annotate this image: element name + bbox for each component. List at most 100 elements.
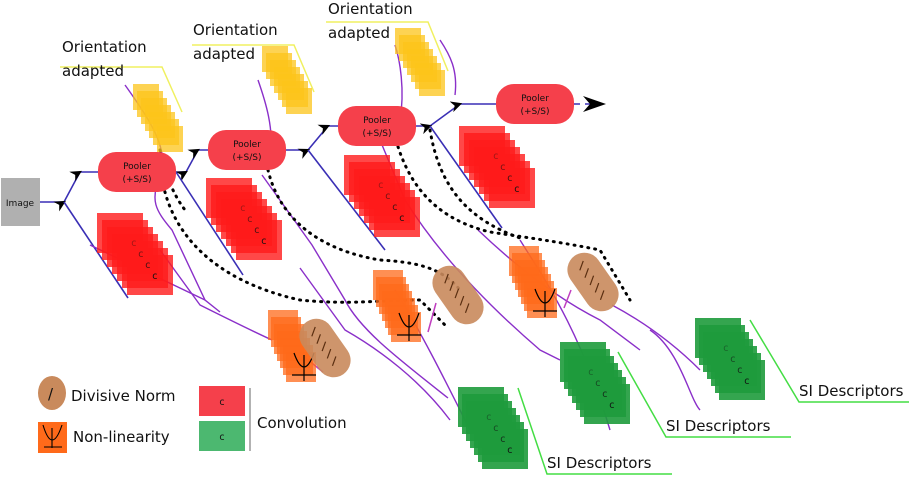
conv-glyph: c xyxy=(493,423,498,434)
conv-glyph: c xyxy=(609,400,614,411)
image-input-label: Image xyxy=(6,199,35,209)
divisive-norm-shape xyxy=(299,318,351,378)
orientation-stack-layer xyxy=(419,70,445,96)
parabola-icon xyxy=(533,288,557,317)
conv-glyph: c xyxy=(507,173,512,184)
orientation-stack-layer xyxy=(157,126,183,152)
flow-line xyxy=(416,101,496,135)
conv-stack-red-layer xyxy=(127,255,173,295)
conv-glyph: c xyxy=(500,162,505,173)
conv-glyph: c xyxy=(152,271,157,282)
flow-line xyxy=(286,124,338,159)
conv-glyph: c xyxy=(247,214,252,225)
divisive-norm-mark xyxy=(594,282,600,293)
descriptor-stack-layer xyxy=(719,360,765,400)
orientation-label: Orientation xyxy=(62,38,147,56)
orientation-bracket-line xyxy=(326,21,449,72)
orientation-label: adapted xyxy=(328,24,390,42)
descriptor-bracket-line xyxy=(517,387,672,475)
pooler-label: Pooler xyxy=(363,116,391,126)
si-descriptors-label: SI Descriptors xyxy=(547,454,652,472)
divisive-norm-node xyxy=(567,252,619,312)
conv-glyph: c xyxy=(131,238,136,249)
conv-red-legend-icon xyxy=(199,386,245,416)
orientation-label: adapted xyxy=(193,45,255,63)
conv-glyph: c xyxy=(723,343,728,354)
nonlinearity-stack xyxy=(509,246,557,318)
divisive-norm-mark xyxy=(316,334,321,344)
feedback-dotted-line xyxy=(428,128,522,240)
flow-line xyxy=(159,249,273,341)
pooler-label: (+S/S) xyxy=(122,175,151,185)
divisive-norm-mark xyxy=(459,295,465,306)
conv-glyph: c xyxy=(602,389,607,400)
divisive-norm-mark xyxy=(454,288,460,299)
conv-stack-red-layer xyxy=(374,197,420,237)
descriptor-bracket-line xyxy=(749,319,909,403)
pooler-label: Pooler xyxy=(123,162,151,172)
divisive-norm-mark xyxy=(331,356,337,367)
conv-glyph: c xyxy=(219,432,224,443)
divisive-norm-mark xyxy=(579,260,584,271)
conv-glyph: c xyxy=(378,180,383,191)
pooler-node xyxy=(98,152,176,192)
divisive-norm-node xyxy=(299,318,351,378)
conv-glyph: c xyxy=(507,445,512,456)
divisive-norm-mark xyxy=(311,326,316,337)
divisive-norm-mark xyxy=(321,341,327,352)
divisive-norm-mark xyxy=(444,273,449,284)
descriptor-bracket-line xyxy=(617,351,791,438)
nonlin-to-divnorm-line xyxy=(427,302,437,333)
parabola-icon xyxy=(42,424,63,448)
pooler-node xyxy=(208,130,286,170)
orientation-bracket-line xyxy=(60,66,183,113)
divisive-norm-shape xyxy=(567,252,619,312)
divisive-norm-shape xyxy=(432,265,484,325)
divisive-norm-glyph: / xyxy=(48,385,54,403)
flow-line xyxy=(175,171,244,276)
flow-line xyxy=(299,267,451,421)
nonlinearity-stack xyxy=(268,310,316,382)
conv-glyph: c xyxy=(730,354,735,365)
flow-line xyxy=(439,39,457,96)
nonlinearity-stack xyxy=(373,270,421,342)
si-descriptors-label: SI Descriptors xyxy=(666,417,771,435)
parabola-icon xyxy=(397,312,421,341)
conv-glyph: c xyxy=(737,365,742,376)
conv-glyph: c xyxy=(145,260,150,271)
flow-line xyxy=(63,201,129,299)
nonlinearity-stack-layer xyxy=(527,288,557,318)
conv-glyph: c xyxy=(392,202,397,213)
feedback-dotted-line xyxy=(266,168,462,292)
pooler-label: Pooler xyxy=(521,94,549,104)
pooler-label: (+S/S) xyxy=(232,153,261,163)
orientation-stack xyxy=(133,84,183,152)
conv-stack-red-layer xyxy=(236,220,282,260)
conv-glyph: c xyxy=(240,203,245,214)
orientation-label: adapted xyxy=(62,62,124,80)
flow-line xyxy=(307,149,386,251)
conv-glyph: c xyxy=(595,378,600,389)
orientation-stack xyxy=(395,28,445,96)
flow-line xyxy=(261,174,449,399)
divisive-norm-legend-label: Divisive Norm xyxy=(71,387,176,405)
si-descriptors-label: SI Descriptors xyxy=(799,382,904,400)
pooler-label: Pooler xyxy=(233,140,261,150)
continue-arrow-icon xyxy=(583,96,606,112)
conv-glyph: c xyxy=(486,412,491,423)
orientation-stack-layer xyxy=(286,88,312,114)
conv-glyph: c xyxy=(588,367,593,378)
pooler-label: (+S/S) xyxy=(362,129,391,139)
pooler-node xyxy=(338,106,416,146)
image-input-box xyxy=(1,178,40,226)
divisive-norm-mark xyxy=(464,303,470,314)
orientation-stack xyxy=(262,46,312,114)
conv-glyph: c xyxy=(254,225,259,236)
pooler-label: (+S/S) xyxy=(520,107,549,117)
conv-glyph: c xyxy=(399,213,404,224)
